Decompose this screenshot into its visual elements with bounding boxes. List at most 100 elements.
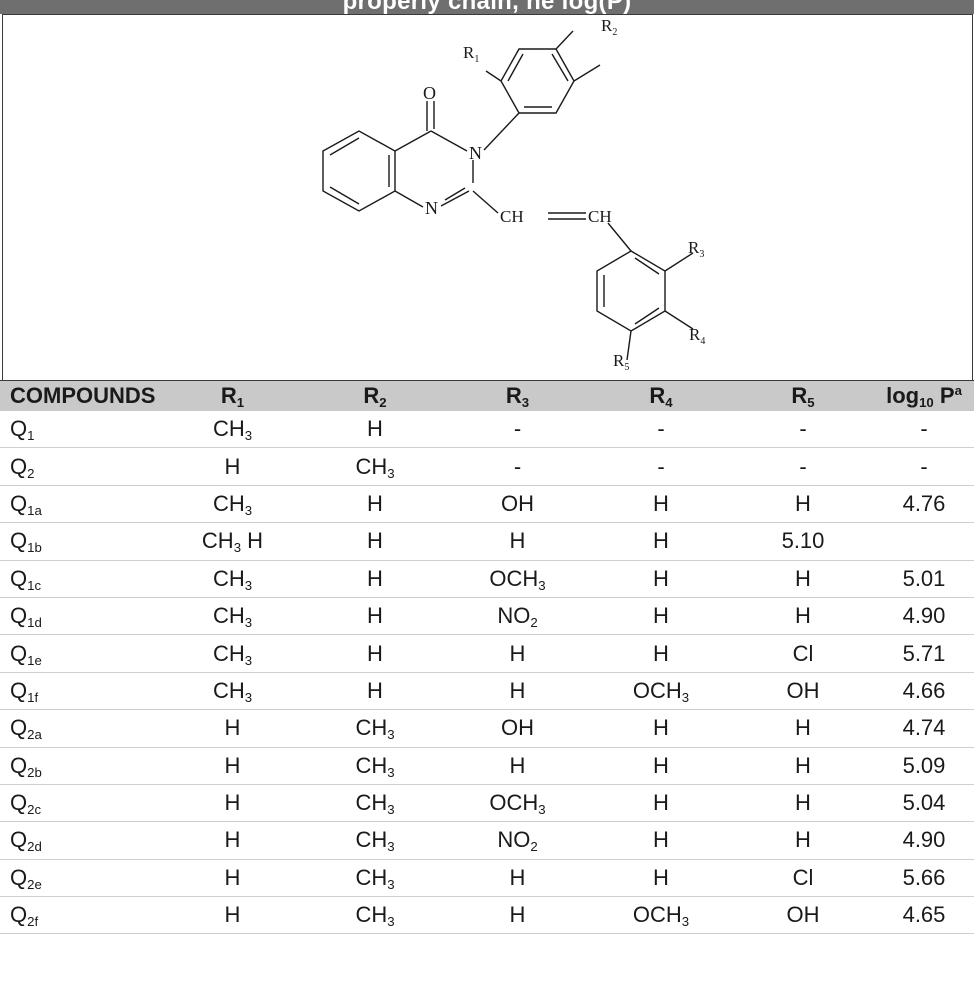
table-cell: CH3: [160, 411, 305, 449]
cell-text: CH: [355, 752, 388, 778]
table-cell: OH: [732, 672, 874, 711]
table-cell: H: [305, 634, 445, 673]
table-cell: H: [160, 784, 305, 823]
cell-text: H: [653, 752, 669, 778]
cell-text: -: [657, 416, 665, 442]
cell-text: CH: [355, 902, 388, 928]
cell-text: Q: [10, 640, 28, 666]
table-cell: H: [590, 784, 732, 823]
cell-text-extra: H: [247, 528, 264, 554]
cell-text: H: [224, 864, 241, 890]
cell-text: H: [367, 677, 383, 703]
r4-subscript: 4: [700, 336, 705, 347]
cell-text: H: [653, 715, 669, 741]
cell-text: H: [795, 565, 811, 591]
nitrogen-atom-label-bottom: N: [425, 198, 438, 218]
r5-subscript: 5: [624, 362, 629, 373]
table-cell: CH3: [305, 821, 445, 860]
cell-text: H: [509, 902, 526, 928]
structure-bonds: [322, 30, 694, 361]
table-cell: Q2f: [0, 896, 160, 935]
cell-text: OCH: [489, 565, 539, 591]
cell-text: OCH: [632, 677, 682, 703]
table-cell: H: [445, 896, 590, 935]
table-cell: -: [732, 447, 874, 486]
table-cell: H: [445, 634, 590, 673]
table-cell: OH: [445, 485, 590, 524]
column-header-subscript: 4: [665, 395, 673, 410]
cell-text: OH: [786, 677, 820, 703]
table-cell: Q2d: [0, 821, 160, 860]
table-cell: CH3: [305, 784, 445, 823]
cell-text: H: [795, 827, 811, 853]
cell-text: H: [224, 715, 241, 741]
cell-text: Q: [10, 416, 28, 442]
column-header-0: COMPOUNDS: [0, 380, 160, 411]
svg-text:R5: R5: [613, 351, 629, 373]
table-cell: 5.09: [874, 747, 974, 785]
table-cell: Q1f: [0, 672, 160, 711]
cell-subscript: 3: [244, 652, 253, 668]
table-cell: H: [445, 522, 590, 561]
cell-text: OCH: [632, 902, 682, 928]
table-cell: H: [732, 597, 874, 636]
cell-text: H: [795, 603, 811, 629]
column-header-subscript: 5: [807, 395, 815, 410]
r3-label: R: [688, 238, 700, 257]
r2-subscript: 2: [612, 27, 617, 38]
table-cell: H: [590, 522, 732, 561]
table-cell: H: [732, 821, 874, 860]
table-cell: 5.10: [732, 522, 874, 561]
table-cell: 4.66: [874, 672, 974, 711]
table-cell: Q2c: [0, 784, 160, 823]
table-cell: -: [732, 411, 874, 449]
table-cell: H: [590, 747, 732, 785]
cell-text: Q: [10, 453, 28, 479]
table-cell: H: [160, 447, 305, 486]
cell-text: 5.01: [902, 565, 946, 591]
svg-text:R2: R2: [601, 16, 617, 38]
cell-subscript: 2a: [27, 727, 42, 743]
cell-subscript: 2d: [27, 839, 42, 855]
column-header-text: COMPOUNDS: [10, 383, 156, 408]
title-banner-text: properly chain, ne log(P): [342, 0, 632, 14]
table-cell: Q1: [0, 411, 160, 449]
table-cell: 5.04: [874, 784, 974, 823]
table-cell: CH3 H: [160, 522, 305, 561]
table-cell: Q1b: [0, 522, 160, 561]
cell-text: H: [653, 640, 669, 666]
table-cell: Cl: [732, 859, 874, 898]
cell-text: 5.66: [902, 864, 946, 890]
table-cell: -: [874, 411, 974, 449]
cell-subscript: 1a: [27, 502, 42, 518]
r4-label: R: [689, 325, 701, 344]
cell-text: H: [653, 603, 669, 629]
cell-text: 4.74: [902, 715, 946, 741]
cell-subscript: 2c: [27, 802, 42, 818]
cell-text: H: [509, 752, 526, 778]
column-header-5: R5: [732, 380, 874, 411]
table-cell: 4.74: [874, 709, 974, 748]
cell-text: Q: [10, 565, 28, 591]
cell-text: -: [799, 453, 807, 479]
cell-text: CH: [355, 827, 388, 853]
cell-text: Q: [10, 603, 28, 629]
table-cell: CH3: [305, 747, 445, 785]
vinyl-ch-right-label: CH: [588, 207, 612, 226]
table-cell: H: [445, 672, 590, 711]
chemical-structure-panel: R1 R2 R3 R4 R5 O N N CH CH: [2, 14, 973, 381]
cell-text: H: [653, 864, 669, 890]
cell-text: Q: [10, 752, 28, 778]
cell-subscript: 3: [387, 914, 395, 930]
cell-text: H: [367, 528, 383, 554]
table-cell: H: [160, 859, 305, 898]
table-cell: CH3: [305, 896, 445, 935]
column-header-1: R1: [160, 380, 305, 411]
cell-text: CH: [212, 490, 245, 516]
